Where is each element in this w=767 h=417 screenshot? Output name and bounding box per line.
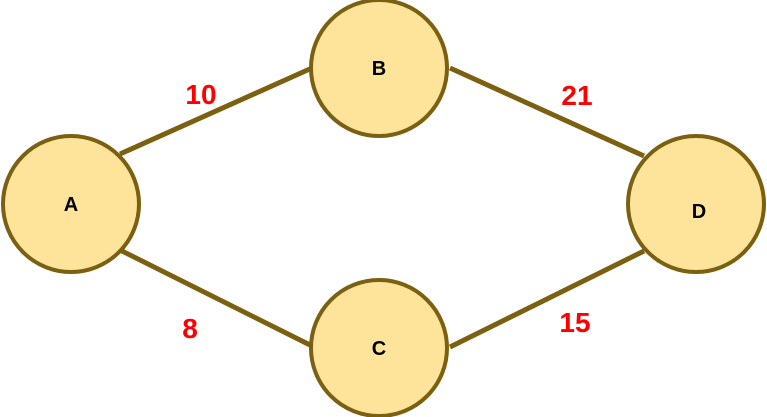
- edge-weight-a-c: 8: [182, 313, 198, 344]
- edge-b-d: [448, 65, 646, 159]
- node-d: D: [626, 134, 766, 274]
- node-d-label: D: [692, 201, 706, 223]
- node-a: A: [1, 134, 141, 274]
- node-a-label: A: [64, 194, 78, 216]
- edge-a-b: [118, 65, 314, 157]
- edge-weight-b-d: 21: [561, 80, 592, 111]
- node-b: B: [309, 0, 449, 138]
- node-b-label: B: [372, 58, 386, 80]
- edge-weight-a-b: 10: [185, 79, 216, 110]
- edge-weight-c-d: 15: [559, 307, 590, 338]
- edge-a-c: [118, 247, 314, 349]
- edge-c-d: [448, 248, 646, 350]
- node-c: C: [309, 278, 449, 417]
- node-c-label: C: [372, 338, 386, 360]
